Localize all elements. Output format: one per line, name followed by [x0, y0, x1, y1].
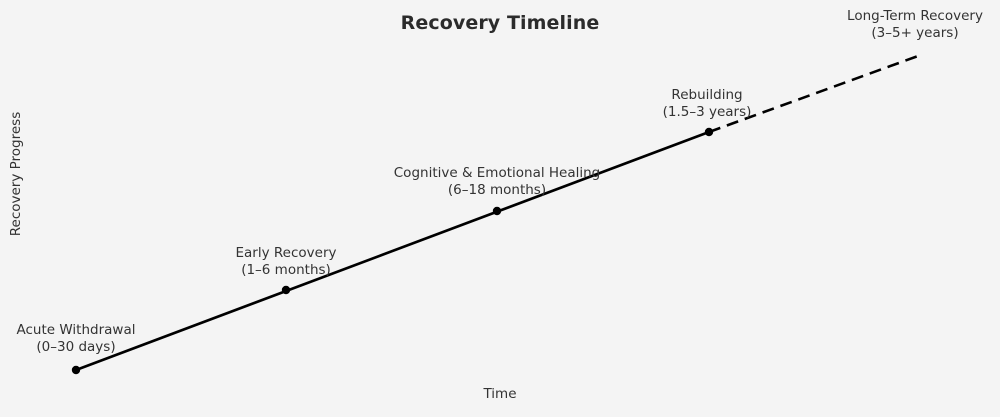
stage-name: Acute Withdrawal — [16, 322, 136, 338]
stage-name: Rebuilding — [671, 87, 743, 103]
stage-name: Long-Term Recovery — [847, 8, 983, 24]
stage-label-rebuilding: Rebuilding (1.5–3 years) — [663, 87, 752, 120]
stage-duration: (6–18 months) — [447, 181, 547, 198]
stage-duration: (1.5–3 years) — [662, 103, 752, 120]
progress-line-solid — [74, 130, 711, 372]
stage-label-acute-withdrawal: Acute Withdrawal (0–30 days) — [17, 322, 136, 355]
stage-duration: (3–5+ years) — [871, 24, 959, 41]
data-point-marker[interactable] — [492, 206, 502, 216]
stage-name: Early Recovery — [235, 245, 337, 261]
stage-duration: (0–30 days) — [36, 338, 116, 355]
data-point-marker[interactable] — [71, 365, 81, 375]
data-point-marker[interactable] — [281, 285, 291, 295]
stage-label-early-recovery: Early Recovery (1–6 months) — [236, 245, 337, 278]
data-point-marker[interactable] — [704, 127, 714, 137]
data-point-markers — [71, 127, 714, 375]
stage-name: Cognitive & Emotional Healing — [393, 165, 601, 181]
x-axis-label: Time — [483, 386, 517, 402]
page-title: Recovery Timeline — [400, 12, 600, 34]
stage-label-cognitive-emotional-healing: Cognitive & Emotional Healing (6–18 mont… — [394, 165, 600, 198]
stage-label-long-term-recovery: Long-Term Recovery (3–5+ years) — [847, 8, 983, 41]
stage-duration: (1–6 months) — [241, 261, 331, 278]
